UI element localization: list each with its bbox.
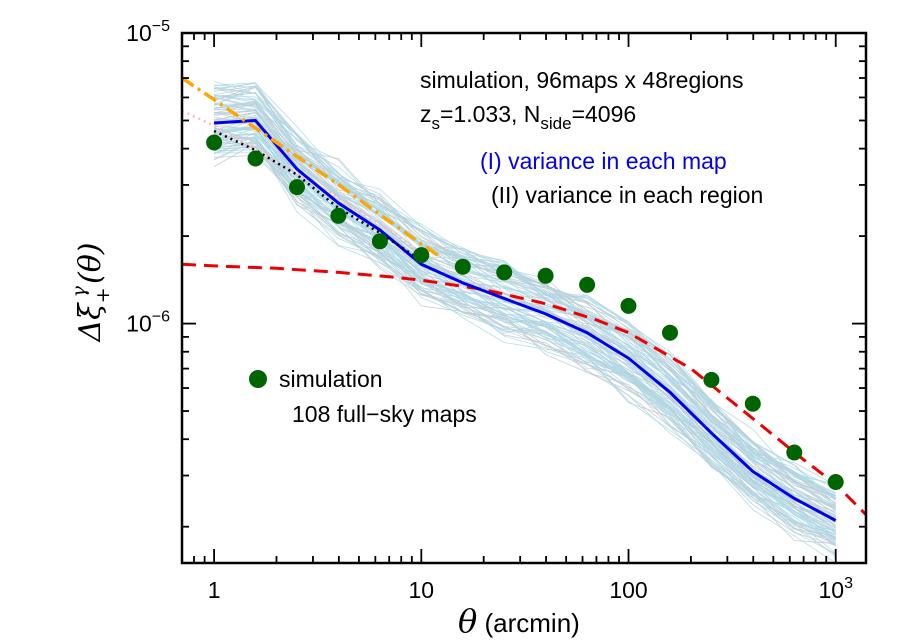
realization-line: [214, 101, 836, 507]
realization-line: [214, 141, 836, 564]
data-point: [330, 207, 347, 224]
data-point: [496, 264, 513, 281]
legend-sublabel: 108 full−sky maps: [292, 401, 477, 427]
realization-line: [214, 84, 836, 494]
svg-text:Δξ+γ(θ): Δξ+γ(θ): [68, 243, 114, 343]
data-point: [247, 150, 264, 167]
realization-line: [214, 109, 836, 515]
data-point: [620, 297, 637, 314]
legend-marker: [249, 370, 267, 388]
realization-line: [214, 154, 836, 546]
realization-line: [214, 87, 836, 490]
y-tick-label: 10−5: [126, 18, 170, 46]
realization-line: [214, 103, 836, 494]
data-point: [289, 179, 305, 196]
series-dashdot-orange: [181, 76, 439, 257]
data-point: [413, 247, 430, 264]
x-tick-label: 100: [609, 577, 647, 603]
realization-line: [213, 127, 836, 544]
data-point: [206, 134, 223, 151]
realization-line: [214, 127, 836, 532]
realization-line: [214, 128, 836, 525]
data-point: [579, 276, 596, 293]
series-variance-map: [214, 118, 837, 522]
annotation-line1: simulation, 96maps x 48regions: [420, 67, 743, 93]
realization-line: [214, 123, 836, 517]
realization-line: [214, 111, 836, 510]
realization-line: [214, 140, 836, 537]
realization-line: [213, 85, 836, 506]
variance-region-label: (II) variance in each region: [491, 182, 763, 208]
realization-line: [214, 95, 836, 494]
data-point: [744, 395, 761, 412]
data-point: [454, 258, 471, 275]
variance-map-label: (I) variance in each map: [480, 148, 727, 174]
series-group: [181, 76, 868, 522]
x-tick-label: 103: [818, 575, 853, 603]
series-dashed-red: [181, 262, 868, 516]
data-point: [371, 233, 388, 250]
data-point: [786, 444, 803, 461]
x-tick-label: 1: [208, 577, 221, 603]
annotation-line2: zs=1.033, Nside=4096: [420, 101, 636, 133]
markers-group: [206, 134, 844, 490]
realization-line: [213, 140, 836, 558]
legend-label: simulation: [279, 366, 383, 392]
y-tick-label: 10−6: [126, 309, 170, 337]
realization-line: [214, 136, 836, 533]
realization-line: [214, 132, 836, 539]
data-point: [703, 371, 720, 388]
data-point: [662, 324, 678, 341]
ticks-group: [181, 32, 866, 563]
data-point: [827, 474, 844, 490]
data-point: [537, 267, 554, 284]
tick-labels-group: 1 10 100 103 10−5 10−6: [126, 18, 853, 603]
realization-line: [213, 127, 836, 526]
y-axis-title: Δξ+γ(θ): [68, 243, 114, 343]
plot-frame: [180, 31, 868, 565]
x-tick-label: 10: [409, 577, 435, 603]
realization-line: [214, 112, 836, 520]
realization-line: [214, 136, 836, 541]
x-axis-title: θ (arcmin): [458, 602, 580, 640]
realization-line: [214, 127, 836, 528]
realization-line: [214, 145, 836, 544]
series-variance-region: [213, 129, 422, 262]
